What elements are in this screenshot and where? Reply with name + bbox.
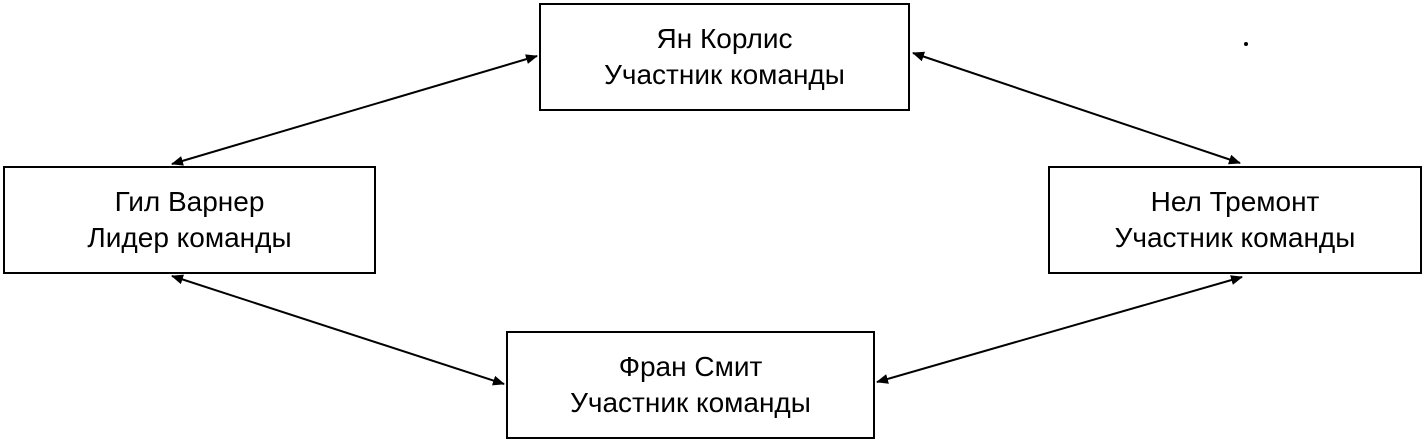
- edge-corlis-tremont: [912, 51, 1241, 165]
- node-role: Участник команды: [1114, 222, 1356, 253]
- node-role: Лидер команды: [87, 222, 292, 253]
- node-name: Гил Варнер: [114, 186, 265, 217]
- node-name: Ян Корлис: [656, 23, 793, 54]
- edge-warner-corlis: [171, 54, 538, 166]
- node-gil-warner: Гил Варнер Лидер команды: [3, 166, 376, 274]
- edge-warner-smith: [171, 274, 505, 386]
- node-role: Участник команды: [604, 59, 845, 90]
- node-nel-tremont: Нел Тремонт Участник команды: [1048, 166, 1422, 274]
- node-jan-corlis: Ян Корлис Участник команды: [539, 3, 910, 111]
- scan-speck: [1244, 42, 1248, 46]
- node-role: Участник команды: [570, 387, 811, 418]
- edge-smith-tremont: [876, 275, 1243, 384]
- node-name: Нел Тремонт: [1150, 186, 1320, 217]
- node-name: Фран Смит: [618, 351, 763, 382]
- node-fran-smith: Фран Смит Участник команды: [506, 331, 875, 439]
